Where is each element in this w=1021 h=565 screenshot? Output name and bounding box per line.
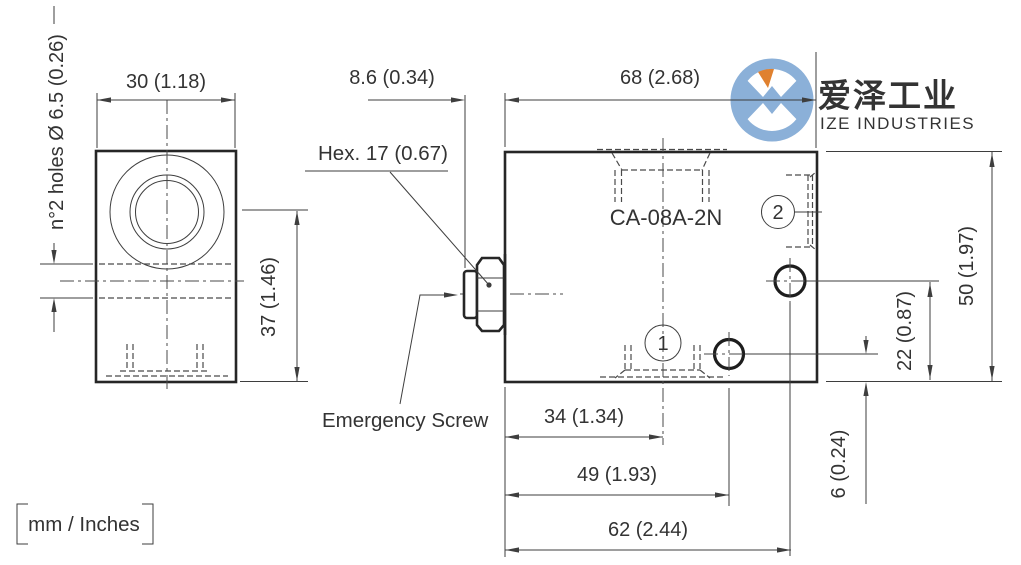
dim-hex-offset: 8.6 (0.34) xyxy=(349,67,466,268)
dim-body-height: 50 (1.97) xyxy=(826,151,1002,382)
dim-front-height: 37 (1.46) xyxy=(240,209,308,382)
dim-gauge-x: 49 (1.93) xyxy=(505,388,730,506)
dim-front-height-text: 37 (1.46) xyxy=(258,257,280,337)
company-logo: 爱泽工业 IZE INDUSTRIES xyxy=(730,58,975,142)
units-bracket-right xyxy=(142,503,154,545)
side-port2-cavity-hidden xyxy=(786,171,817,251)
logo-pinwheel-blade-top xyxy=(747,69,797,97)
logo-accent-wedge xyxy=(758,68,774,88)
hex-nut-body xyxy=(475,256,506,333)
side-view-body-outline xyxy=(503,150,819,384)
logo-company-name-zh: 爱泽工业 xyxy=(818,77,958,114)
front-bottom-cavity-hidden xyxy=(106,344,228,377)
dim-front-width-text: 30 (1.18) xyxy=(126,71,206,93)
emergency-screw-text: Emergency Screw xyxy=(322,409,489,432)
dim-port1-x: 34 (1.34) xyxy=(504,387,663,557)
dim-body-length-text: 68 (2.68) xyxy=(620,67,700,89)
side-view: CA-08A-2N 1 2 Hex. 17 (0.67) xyxy=(305,52,1002,557)
units-bracket-left xyxy=(16,503,28,545)
model-number-text: CA-08A-2N xyxy=(610,205,722,230)
units-label-text: mm / Inches xyxy=(28,513,140,536)
side-bottom-cavity-hidden xyxy=(600,345,723,379)
dim-gauge-x-text: 49 (1.93) xyxy=(577,464,657,486)
dim-front-width: 30 (1.18) xyxy=(96,71,236,148)
dim-port2-x-text: 62 (2.44) xyxy=(608,519,688,541)
dim-port2-x: 62 (2.44) xyxy=(505,303,791,556)
dim-mount-holes: n°2 holes Ø 6.5 (0.26) xyxy=(40,6,93,332)
hex-label-text: Hex. 17 (0.67) xyxy=(318,142,448,165)
dim-port2-height: 22 (0.87) xyxy=(806,280,939,380)
port1-label: 1 xyxy=(644,324,682,362)
emergency-screw-hex xyxy=(462,254,507,335)
dim-gauge-height: 6 (0.24) xyxy=(745,336,878,504)
gauge-port-hole xyxy=(704,332,765,376)
front-view-body-outline xyxy=(94,149,238,384)
units-note: mm / Inches xyxy=(16,503,154,545)
dim-port1-x-text: 34 (1.34) xyxy=(544,406,624,428)
port2-number: 2 xyxy=(772,202,783,224)
mount-holes-note-text: n°2 holes Ø 6.5 (0.26) xyxy=(46,34,68,230)
screw-cap xyxy=(462,269,479,320)
emergency-screw-callout: Emergency Screw xyxy=(322,292,489,432)
port2-label: 2 xyxy=(761,195,822,229)
front-view: 30 (1.18) 37 (1.46) n°2 holes Ø 6.5 (0.2… xyxy=(40,6,308,392)
side-top-cavity-hidden xyxy=(597,148,727,202)
port2-hole xyxy=(766,258,813,304)
dim-body-height-text: 50 (1.97) xyxy=(956,226,978,306)
dim-gauge-height-text: 6 (0.24) xyxy=(828,430,850,499)
hex-callout: Hex. 17 (0.67) xyxy=(305,142,492,288)
logo-pinwheel-blade-bottom xyxy=(747,103,797,131)
dim-hex-offset-text: 8.6 (0.34) xyxy=(349,67,435,89)
port1-number: 1 xyxy=(657,333,668,355)
logo-company-name-en: IZE INDUSTRIES xyxy=(820,114,975,133)
dim-body-length: 68 (2.68) xyxy=(504,52,817,148)
dim-port2-height-text: 22 (0.87) xyxy=(894,291,916,371)
